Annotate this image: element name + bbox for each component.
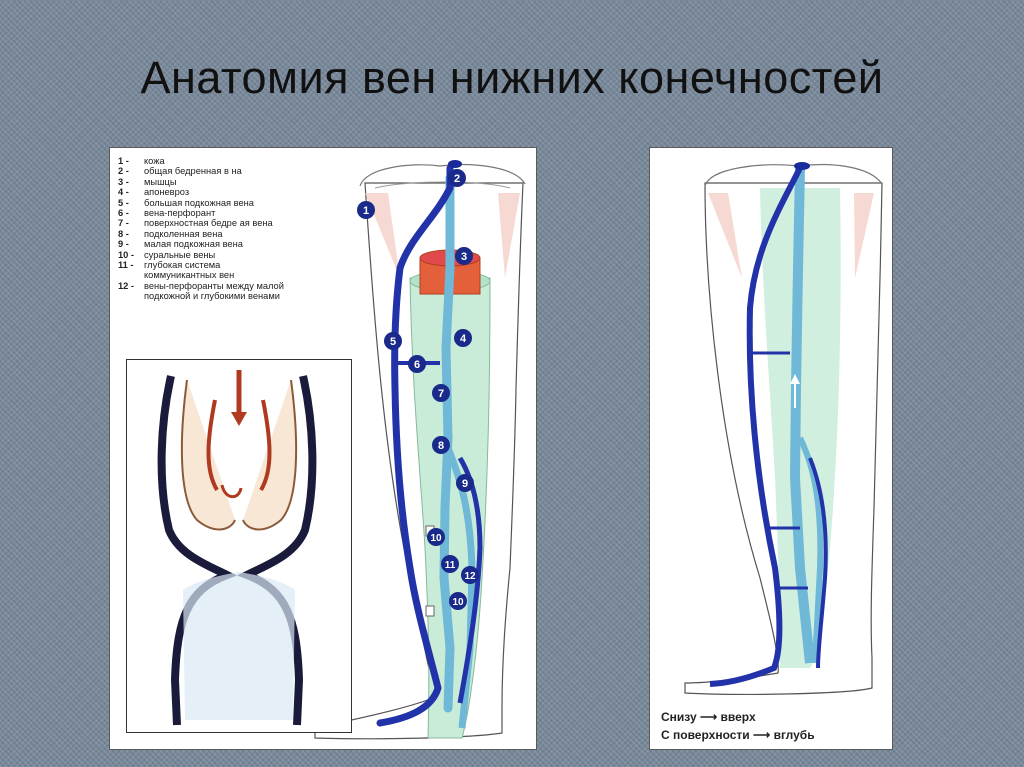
great-saphenous-vein [376, 164, 454, 727]
marker-12: 12 [461, 566, 479, 584]
legend-item: 10 -суральные вены [118, 249, 216, 260]
arrow-right-icon: ⟶ [699, 710, 718, 724]
leg-vein-illustration: 1 2 3 4 5 6 7 8 9 10 11 12 10 [314, 160, 526, 740]
svg-text:3: 3 [461, 251, 467, 263]
marker-11: 11 [441, 555, 459, 573]
vein-top-cap [448, 160, 462, 168]
flow-caption-line-1: Снизу ⟶ вверх [661, 710, 756, 724]
marker-8: 8 [432, 436, 450, 454]
flow-arrow-right [259, 399, 272, 492]
legend: 1 -кожа 2 -общая бедренная в на 3 -мышцы… [118, 156, 333, 302]
legend-item: 4 -апоневроз [118, 187, 190, 198]
marker-10-lower: 10 [449, 592, 467, 610]
legend-item: 1 -кожа [118, 156, 165, 166]
flow-arrowhead-up [790, 374, 800, 384]
superficial-vein-posterior [808, 457, 828, 669]
marker-9: 9 [456, 474, 474, 492]
marker-7: 7 [432, 384, 450, 402]
legend-item: 12 -вены-перфоранты между малой [118, 280, 284, 291]
legend-item: 7 -поверхностная бедре ая вена [118, 218, 273, 229]
svg-text:1: 1 [363, 205, 369, 217]
svg-text:6: 6 [414, 359, 420, 371]
skin-wedge-left [708, 193, 742, 278]
svg-text:12: 12 [464, 571, 476, 582]
legend-item: 6 -вена-перфорант [118, 208, 216, 219]
marker-1: 1 [357, 201, 375, 219]
svg-text:2: 2 [454, 173, 460, 185]
legend-item: подкожной и глубокими венами [144, 291, 280, 302]
slide-title: Анатомия вен нижних конечностей [140, 52, 884, 103]
flow-caption-line-2: С поверхности ⟶ вглубь [661, 728, 815, 742]
skin-wedge-right [854, 193, 874, 278]
svg-text:8: 8 [438, 440, 444, 452]
svg-text:7: 7 [438, 388, 444, 400]
svg-text:4: 4 [460, 333, 467, 345]
skin-rim [359, 164, 526, 187]
legend-item: 11 -глубокая система [118, 260, 221, 271]
valve [425, 605, 435, 617]
superficial-vein [709, 166, 803, 687]
marker-3: 3 [455, 247, 473, 265]
legend-item: 3 -мышцы [118, 176, 177, 187]
valve-inset [126, 359, 352, 733]
vein-wall-left [157, 375, 237, 726]
deep-vein-branch [797, 436, 824, 664]
flow-direction-illustration [684, 162, 883, 695]
vein-top-cap [794, 162, 810, 170]
arrow-right-icon: ⟶ [753, 728, 771, 742]
svg-text:9: 9 [462, 478, 468, 490]
svg-text:11: 11 [445, 560, 456, 571]
valve-flow-illustration [157, 370, 317, 726]
right-diagram-panel: Снизу ⟶ вверх С поверхности ⟶ вглубь [649, 147, 893, 750]
legend-item: 9 -малая подкожная вена [118, 239, 243, 250]
marker-6: 6 [408, 355, 426, 373]
blood-lower [183, 572, 295, 720]
legend-item: 5 -большая подкожная вена [118, 197, 254, 208]
flow-arrow-left [206, 399, 219, 492]
legend-item: 2 -общая бедренная в на [118, 166, 242, 177]
flow-arrow-curl [220, 484, 243, 499]
svg-text:10: 10 [452, 597, 464, 608]
marker-10: 10 [427, 528, 445, 546]
marker-5: 5 [384, 332, 402, 350]
svg-text:5: 5 [390, 336, 396, 348]
marker-2: 2 [448, 169, 466, 187]
svg-text:10: 10 [430, 533, 442, 544]
legend-item: коммуникантных вен [144, 270, 235, 281]
skin-rim-inner [374, 181, 511, 189]
flow-arrowhead [231, 412, 247, 426]
marker-4: 4 [454, 329, 472, 347]
deep-vein [439, 173, 455, 713]
left-diagram-panel: 1 -кожа 2 -общая бедренная в на 3 -мышцы… [109, 147, 537, 750]
legend-item: 8 -подколенная вена [118, 228, 223, 239]
deep-vein [789, 167, 815, 664]
skin-wedge-right [498, 193, 520, 278]
